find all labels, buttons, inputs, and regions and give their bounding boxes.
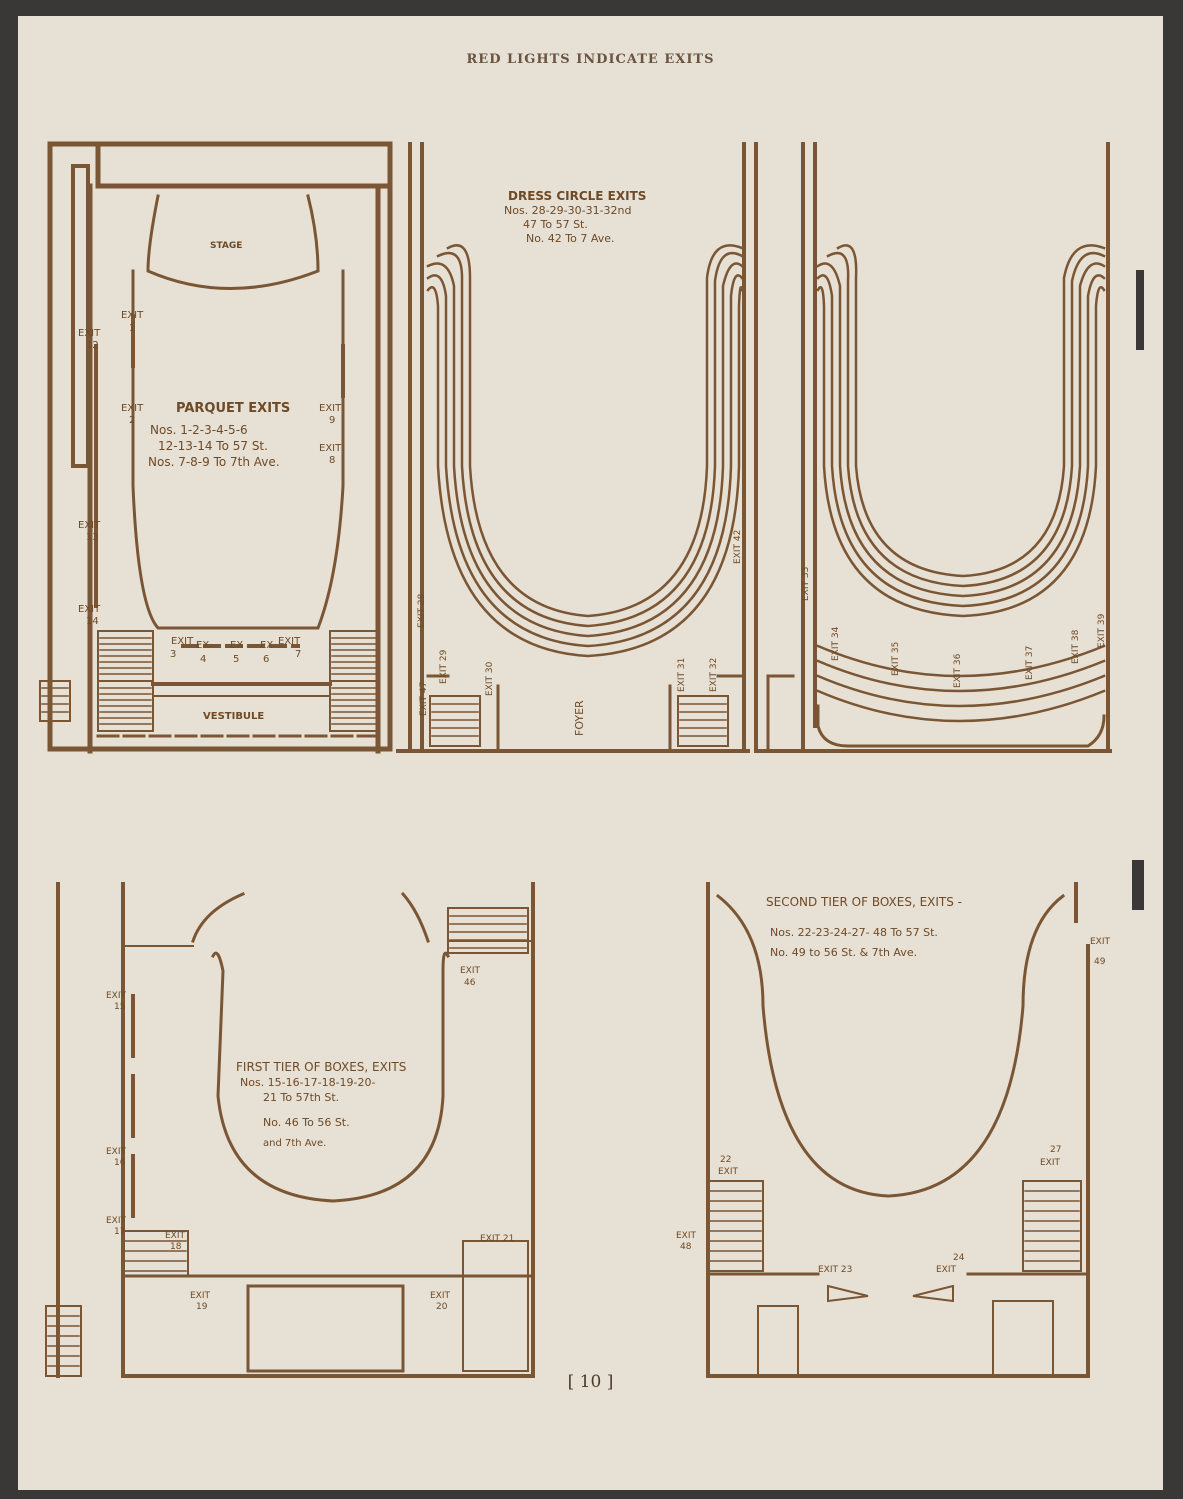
dress-circle-left-plan [396, 142, 750, 753]
svg-text:16: 16 [114, 1158, 126, 1168]
page-header: RED LIGHTS INDICATE EXITS [466, 52, 715, 67]
svg-text:8: 8 [329, 455, 335, 466]
stage-label: STAGE [210, 241, 242, 251]
svg-text:EXIT: EXIT [121, 403, 144, 414]
parquet-title: PARQUET EXITS [176, 401, 290, 416]
foyer-label: FOYER [573, 700, 586, 736]
svg-text:4: 4 [200, 654, 206, 665]
first-tier-line-3: No. 46 To 56 St. [263, 1116, 350, 1129]
svg-text:EXIT: EXIT [78, 604, 101, 615]
svg-text:EXIT 37: EXIT 37 [1025, 646, 1035, 680]
svg-text:EXIT 28: EXIT 28 [417, 593, 427, 628]
dress-circle-line-1: Nos. 28-29-30-31-32nd [504, 204, 632, 217]
dress-circle-labels: DRESS CIRCLE EXITS Nos. 28-29-30-31-32nd… [417, 189, 743, 736]
svg-text:19: 19 [196, 1302, 208, 1312]
svg-text:46: 46 [464, 978, 476, 988]
svg-text:2: 2 [129, 415, 135, 426]
svg-text:EXIT 30: EXIT 30 [485, 661, 495, 696]
svg-text:27: 27 [1050, 1145, 1061, 1155]
first-tier-line-2: 21 To 57th St. [263, 1091, 339, 1104]
svg-text:EXIT 33: EXIT 33 [801, 567, 811, 601]
svg-text:EXIT: EXIT [121, 310, 144, 321]
svg-text:EXIT 21: EXIT 21 [480, 1234, 514, 1244]
svg-text:EXIT: EXIT [319, 443, 342, 454]
svg-text:EXIT: EXIT [1040, 1158, 1061, 1168]
svg-text:EXIT: EXIT [165, 1231, 186, 1241]
svg-text:EXIT 39: EXIT 39 [1097, 613, 1107, 648]
svg-text:22: 22 [720, 1155, 731, 1165]
svg-text:24: 24 [953, 1253, 965, 1263]
dress-circle-line-3: No. 42 To 7 Ave. [526, 232, 614, 245]
svg-text:17: 17 [114, 1227, 125, 1237]
parquet-line-3: Nos. 7-8-9 To 7th Ave. [148, 455, 280, 469]
svg-text:EXIT 34: EXIT 34 [831, 626, 841, 661]
second-tier-plan [706, 882, 1090, 1378]
svg-text:EXIT: EXIT [78, 520, 101, 531]
svg-text:15: 15 [114, 1002, 125, 1012]
svg-text:9: 9 [329, 415, 335, 426]
svg-text:6: 6 [263, 654, 269, 665]
svg-text:EX: EX [196, 640, 209, 651]
svg-text:EXIT 35: EXIT 35 [891, 642, 901, 676]
floor-plans: STAGE VESTIBULE PARQUET EXITS Nos. 1-2-3… [39, 141, 1112, 1378]
svg-text:EXIT: EXIT [106, 1147, 127, 1157]
svg-text:48: 48 [680, 1242, 692, 1252]
svg-text:13: 13 [86, 532, 99, 543]
svg-text:EX: EX [230, 640, 243, 651]
svg-text:49: 49 [1094, 957, 1106, 967]
page-number: [ 10 ] [567, 1372, 614, 1392]
dress-circle-right-plan [754, 142, 1112, 753]
svg-text:EXIT: EXIT [171, 636, 194, 647]
svg-text:1: 1 [129, 323, 135, 334]
parquet-line-1: Nos. 1-2-3-4-5-6 [150, 423, 248, 437]
svg-text:EXIT: EXIT [190, 1291, 211, 1301]
second-tier-line-1: Nos. 22-23-24-27- 48 To 57 St. [770, 926, 938, 939]
first-tier-title: FIRST TIER OF BOXES, EXITS [236, 1060, 406, 1074]
vestibule-label: VESTIBULE [203, 711, 264, 722]
program-page: RED LIGHTS INDICATE EXITS [18, 16, 1163, 1490]
torn-edge [1132, 860, 1144, 910]
dress-circle-title: DRESS CIRCLE EXITS [508, 189, 646, 203]
svg-text:12: 12 [86, 340, 99, 351]
first-tier-line-4: and 7th Ave. [263, 1138, 326, 1149]
svg-text:EXIT 47: EXIT 47 [419, 682, 429, 716]
svg-text:EXIT 32: EXIT 32 [709, 658, 719, 692]
svg-text:EXIT 23: EXIT 23 [818, 1265, 852, 1275]
torn-edge [1136, 270, 1144, 350]
svg-text:EXIT 36: EXIT 36 [953, 653, 963, 688]
first-tier-line-1: Nos. 15-16-17-18-19-20- [240, 1076, 376, 1089]
parquet-floor-plan [39, 141, 393, 754]
svg-text:EXIT: EXIT [78, 328, 101, 339]
dress-circle-line-2: 47 To 57 St. [523, 218, 588, 231]
svg-text:EXIT: EXIT [1090, 937, 1111, 947]
second-tier-title: SECOND TIER OF BOXES, EXITS - [766, 895, 962, 909]
svg-text:EXIT: EXIT [278, 636, 301, 647]
svg-text:EXIT 38: EXIT 38 [1071, 629, 1081, 664]
svg-text:14: 14 [86, 616, 99, 627]
svg-text:EXIT: EXIT [936, 1265, 957, 1275]
svg-text:18: 18 [170, 1242, 182, 1252]
dress-circle-right-labels: EXIT 33 EXIT 34 EXIT 35 EXIT 36 EXIT 37 … [801, 567, 1107, 688]
first-tier-plan [45, 882, 535, 1378]
svg-text:EXIT: EXIT [718, 1167, 739, 1177]
svg-text:EXIT 29: EXIT 29 [439, 649, 449, 684]
svg-text:20: 20 [436, 1302, 448, 1312]
svg-text:EXIT: EXIT [319, 403, 342, 414]
first-tier-labels: FIRST TIER OF BOXES, EXITS Nos. 15-16-17… [106, 966, 514, 1312]
svg-text:EXIT: EXIT [460, 966, 481, 976]
second-tier-line-2: No. 49 to 56 St. & 7th Ave. [770, 946, 917, 959]
svg-text:EXIT: EXIT [676, 1231, 697, 1241]
parquet-labels: STAGE VESTIBULE PARQUET EXITS Nos. 1-2-3… [78, 241, 342, 722]
svg-text:5: 5 [233, 654, 239, 665]
svg-text:EXIT 31: EXIT 31 [677, 658, 687, 692]
svg-text:3: 3 [170, 649, 176, 660]
svg-text:EXIT: EXIT [106, 1216, 127, 1226]
second-tier-labels: SECOND TIER OF BOXES, EXITS - Nos. 22-23… [676, 895, 1111, 1275]
svg-text:EX: EX [260, 640, 273, 651]
parquet-line-2: 12-13-14 To 57 St. [158, 439, 268, 453]
svg-text:EXIT: EXIT [106, 991, 127, 1001]
svg-text:EXIT: EXIT [430, 1291, 451, 1301]
svg-text:7: 7 [295, 649, 301, 660]
svg-text:EXIT 42: EXIT 42 [733, 530, 743, 564]
